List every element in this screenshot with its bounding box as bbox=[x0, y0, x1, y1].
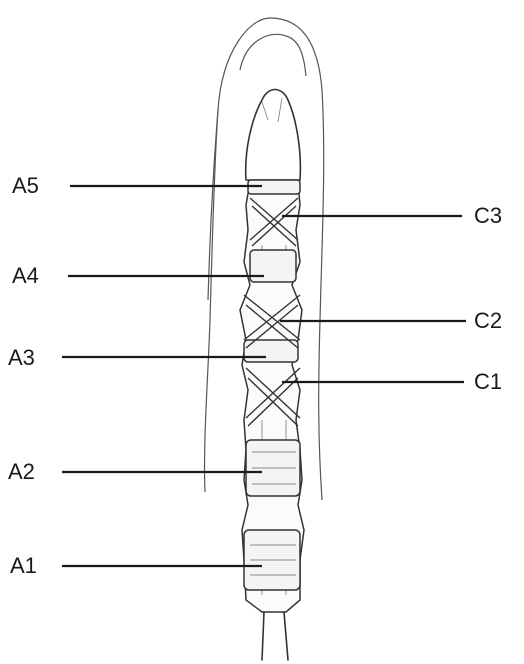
label-a5: A5 bbox=[12, 173, 39, 198]
label-a2: A2 bbox=[8, 459, 35, 484]
label-c1: C1 bbox=[474, 369, 502, 394]
pulley-a4 bbox=[250, 250, 296, 282]
label-a1: A1 bbox=[10, 553, 37, 578]
label-a4: A4 bbox=[12, 263, 39, 288]
distal-phalanx bbox=[246, 90, 301, 181]
label-c2: C2 bbox=[474, 308, 502, 333]
label-a3: A3 bbox=[8, 345, 35, 370]
label-c3: C3 bbox=[474, 203, 502, 228]
